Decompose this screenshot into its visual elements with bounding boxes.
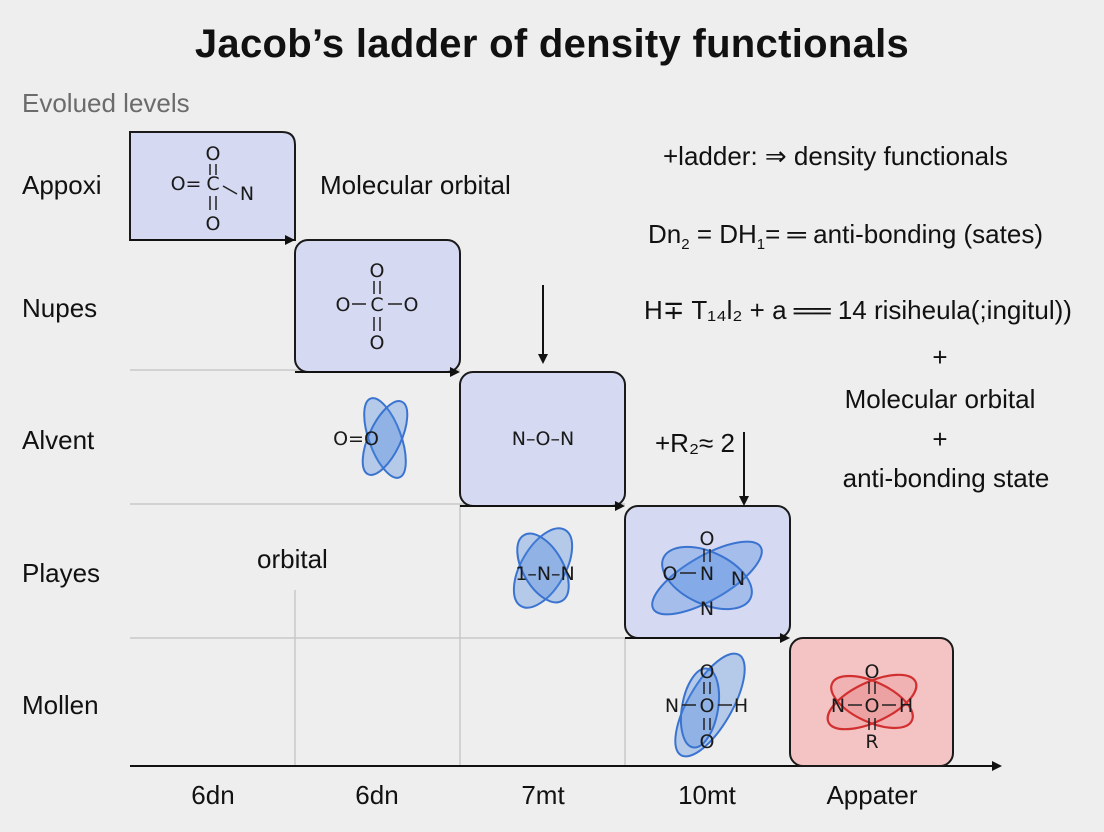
orbital-m7-a — [674, 652, 746, 758]
m7-right: H — [734, 695, 748, 717]
orbital-m8-b — [830, 674, 914, 730]
m1-left: O= — [171, 173, 202, 195]
m2-right: O — [404, 294, 419, 316]
m1-right: N — [240, 183, 254, 205]
m6-left: O — [663, 563, 678, 585]
m2-top: O — [370, 260, 385, 282]
m8-right: H — [899, 695, 913, 717]
row-label-4: Playes — [22, 558, 101, 588]
m6-bottom: N — [700, 598, 714, 620]
m7-bottom: O — [700, 731, 715, 753]
label-r2: +R₂≈ 2 — [655, 428, 736, 458]
step-1 — [129, 131, 296, 241]
equation-2: Dn2 = DH1= ═ anti-bonding (sates) — [648, 219, 1043, 253]
step-arrows — [130, 235, 790, 643]
plus-2: + — [932, 424, 948, 454]
step-5 — [789, 637, 954, 767]
m2-bottom: O — [370, 332, 385, 354]
row-label-3: Alvent — [22, 425, 95, 455]
label-molecular-orbital: Molecular orbital — [320, 170, 511, 200]
m8-bottom: R — [865, 731, 878, 753]
m6-top: O — [700, 528, 715, 550]
m1-top: O — [206, 143, 221, 165]
molecule-1: O O= C N O — [171, 143, 255, 235]
col-label-3: 7mt — [521, 780, 565, 810]
m2-left: O — [336, 294, 351, 316]
molecule-6: O O N N N — [663, 528, 746, 620]
molecule-5: 1–N–N — [515, 563, 575, 585]
eq2-sub-a: 2 — [681, 236, 690, 254]
molecule-7: O N O H O — [665, 661, 748, 753]
eq2-part-b: = DH — [689, 219, 757, 249]
equation-4: Molecular orbital — [844, 384, 1036, 414]
m8-left: N — [831, 695, 845, 717]
row-label-1: Appoxi — [22, 170, 102, 200]
m7-center: O — [700, 695, 715, 717]
m6-right: N — [731, 568, 745, 590]
subtitle: Evolued levels — [22, 88, 190, 118]
m7-top: O — [700, 661, 715, 683]
col-label-4: 10mt — [678, 780, 736, 810]
m8-center: O — [865, 695, 880, 717]
m6-center: N — [700, 563, 714, 585]
eq2-part-c: = ═ anti-bonding (sates) — [765, 219, 1043, 249]
orbital-m8-a — [826, 673, 918, 731]
col-label-2: 6dn — [355, 780, 399, 810]
molecule-4: O=O — [333, 428, 379, 450]
orbital-m5-b — [516, 532, 570, 604]
orbital-m4-a — [363, 397, 407, 479]
molecule-2: O O C O O — [336, 260, 419, 354]
m2-center: C — [370, 294, 383, 316]
m8-top: O — [865, 661, 880, 683]
col-label-5: Appater — [826, 780, 918, 810]
eq2-sub-b: 1 — [756, 236, 766, 254]
eq2-part-a: Dn — [648, 219, 682, 249]
orbitals-red — [826, 673, 918, 731]
col-label-1: 6dn — [191, 780, 235, 810]
equation-3: H∓ T₁₄l₂ + a ══ 14 risiheula(;ingitul)) — [644, 295, 1072, 325]
molecule-3: N–O–N — [512, 428, 574, 450]
label-orbital: orbital — [257, 544, 328, 574]
plus-1: + — [932, 342, 948, 372]
orbitals-blue — [361, 397, 763, 758]
equation-5: anti-bonding state — [842, 463, 1050, 493]
molecule-8: O N O H R — [831, 661, 913, 753]
row-label-5: Mollen — [22, 690, 99, 720]
m1-bottom: O — [206, 213, 221, 235]
orbital-m5-a — [512, 527, 574, 609]
orbital-m4-b — [361, 400, 409, 476]
equation-1: +ladder: ⇒ density functionals — [663, 141, 1008, 171]
ladder-steps — [129, 131, 954, 767]
orbital-m6-b — [661, 545, 753, 611]
page-title: Jacob’s ladder of density functionals — [194, 22, 910, 66]
down-arrows — [538, 285, 749, 506]
orbital-m6-a — [651, 540, 763, 616]
m7-left: N — [665, 695, 679, 717]
row-label-2: Nupes — [22, 293, 98, 323]
m1-center: C — [206, 173, 219, 195]
